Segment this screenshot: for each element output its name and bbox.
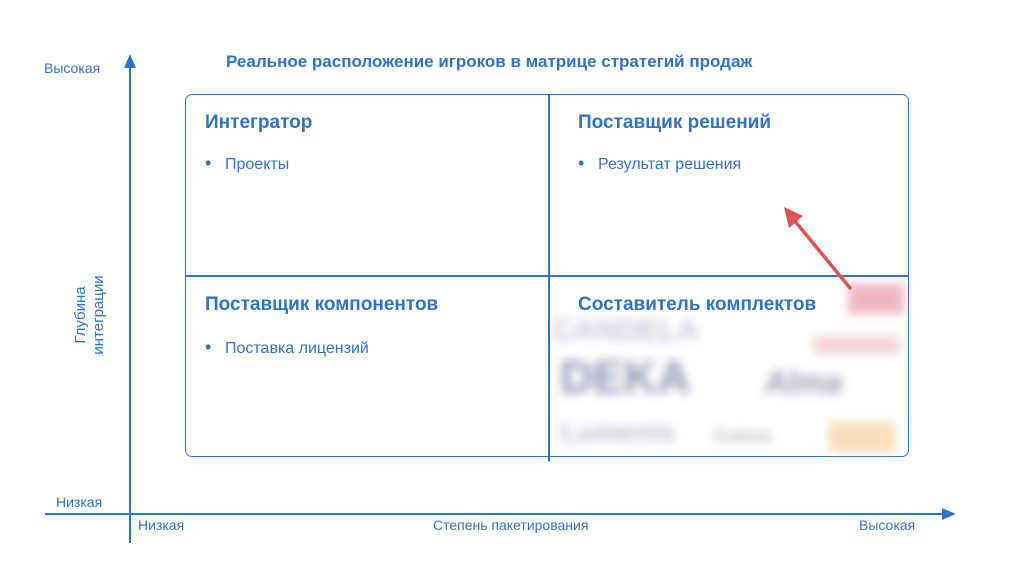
x-axis-high-label: Высокая (859, 517, 916, 533)
quadrant-integrator-title: Интегратор (205, 112, 313, 133)
diagram-title: Реальное расположение игроков в матрице … (226, 52, 753, 71)
quadrant-solution-provider-item: Результат решения (578, 153, 741, 174)
y-axis-arrowhead (124, 54, 136, 68)
quadrant-component-supplier-title: Поставщик компонентов (205, 294, 439, 315)
x-axis-title: Степень пакетирования (433, 517, 589, 533)
quadrant-integrator-item: Проекты (205, 153, 289, 174)
x-axis-low-label: Низкая (138, 517, 185, 533)
x-axis-arrowhead (942, 508, 956, 520)
y-axis-low-label: Низкая (56, 494, 103, 510)
matrix-vertical-divider (548, 94, 550, 461)
matrix-horizontal-divider (185, 275, 909, 277)
quadrant-kit-assembler-title: Составитель комплектов (578, 294, 817, 315)
y-axis-high-label: Высокая (44, 60, 101, 76)
quadrant-solution-provider-title: Поставщик решений (578, 112, 772, 133)
quadrant-component-supplier-item: Поставка лицензий (205, 337, 369, 358)
